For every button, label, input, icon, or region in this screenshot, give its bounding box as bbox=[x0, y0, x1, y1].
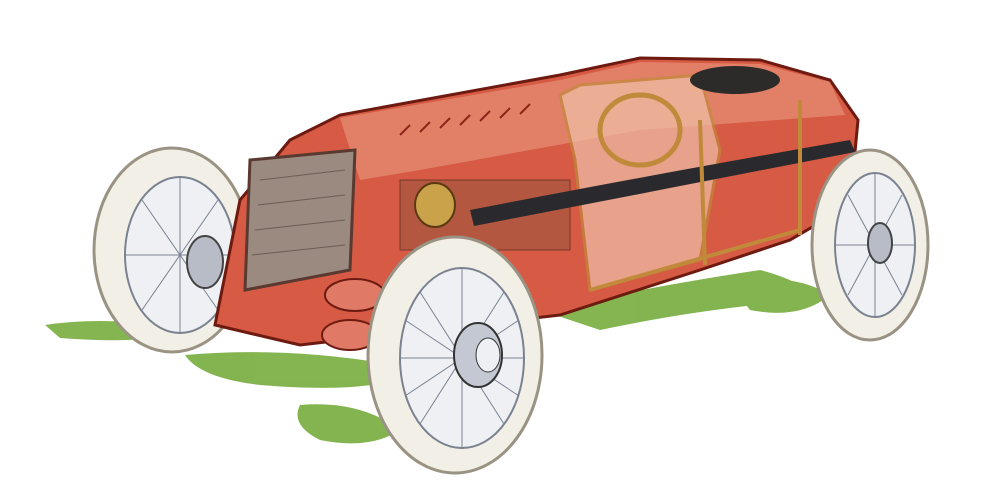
radiator-grille bbox=[243, 148, 357, 292]
car-body bbox=[213, 56, 860, 351]
rear-right-wheel bbox=[810, 148, 930, 342]
chassis-frame bbox=[589, 100, 802, 292]
exhaust-pipe bbox=[470, 140, 855, 226]
steering-wheel bbox=[597, 92, 683, 168]
front-right-wheel bbox=[366, 235, 544, 475]
cockpit bbox=[690, 66, 780, 94]
hood-louvers bbox=[399, 103, 531, 136]
